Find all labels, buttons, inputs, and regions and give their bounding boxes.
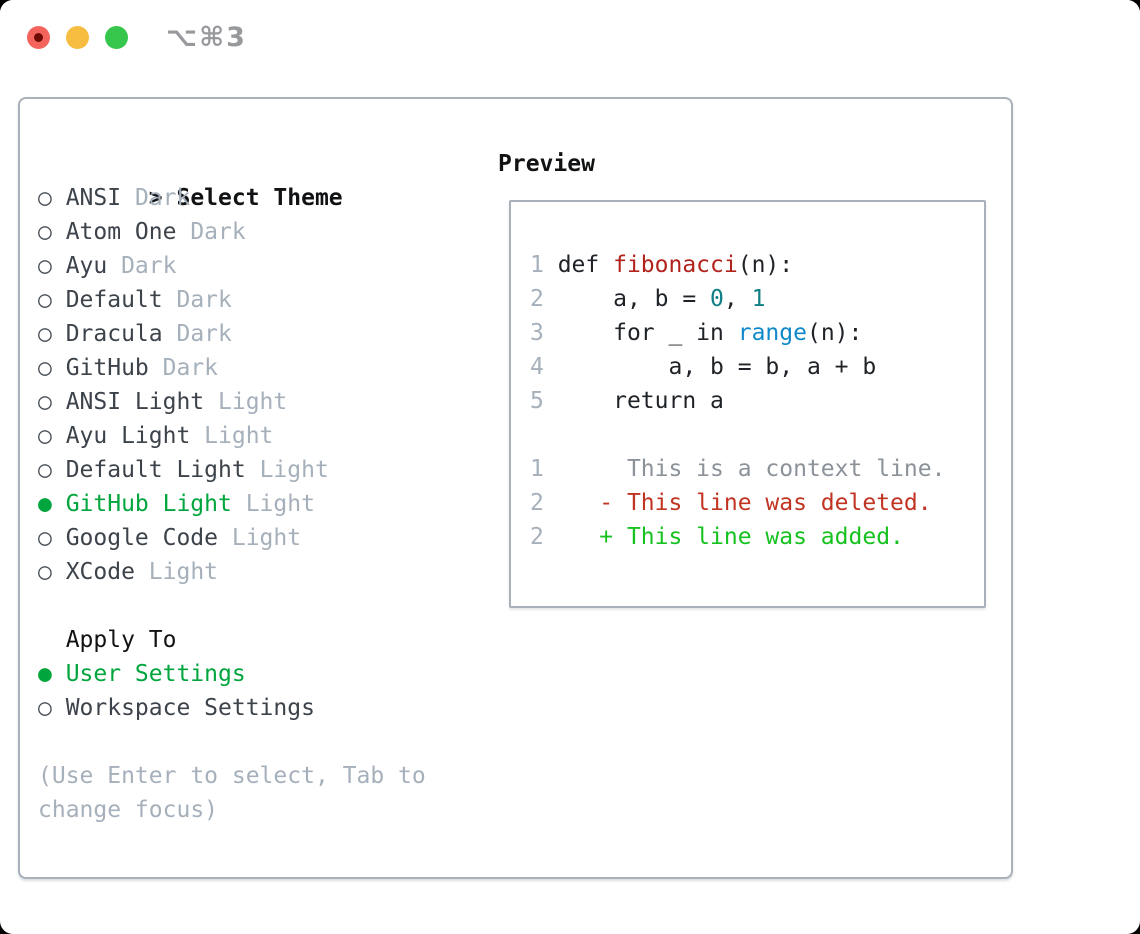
close-button[interactable] (27, 26, 50, 49)
zoom-button[interactable] (105, 26, 128, 49)
theme-name: GitHub Light (65, 491, 246, 517)
theme-option-atom-one[interactable]: ○ Atom One Dark (38, 215, 426, 249)
code-line: 3 for _ in range(n): (530, 320, 863, 346)
radio-unselected-icon: ○ (38, 423, 52, 449)
theme-name: Ayu (65, 253, 122, 279)
theme-list: ○ ANSI Dark ○ Atom One Dark ○ Ayu Dark ○ Defaul… (38, 181, 426, 589)
theme-name: Ayu Light (65, 423, 205, 449)
code-line: 2 a, b = 0, 1 (530, 286, 766, 312)
radio-unselected-icon: ○ (38, 389, 52, 415)
code-line: 5 return a (530, 388, 724, 414)
theme-variant: Light (218, 389, 288, 415)
left-column: > Select Theme ○ ANSI Dark ○ Atom One Dark ○ A… (38, 147, 426, 827)
theme-list-title-row: > Select Theme (38, 147, 426, 211)
radio-unselected-icon: ○ (38, 321, 52, 347)
theme-name: ANSI (65, 185, 135, 211)
theme-option-ansi[interactable]: ○ ANSI Dark (38, 181, 426, 215)
theme-variant: Dark (176, 287, 232, 313)
theme-picker-panel: > Select Theme ○ ANSI Dark ○ Atom One Dark ○ A… (18, 97, 1013, 879)
radio-unselected-icon: ○ (38, 355, 52, 381)
theme-variant: Dark (121, 253, 177, 279)
theme-variant: Light (148, 559, 219, 585)
window-titlebar: ⌥⌘3 (0, 0, 1140, 78)
theme-variant: Dark (162, 355, 219, 381)
theme-name: Default (65, 287, 177, 313)
code-lines: 1 def fibonacci(n): 2 a, b = 0, 1 3 for _ … (530, 248, 945, 418)
preview-title: Preview (498, 151, 595, 177)
radio-unselected-icon: ○ (38, 525, 52, 551)
theme-name: Google Code (65, 525, 232, 551)
apply-option-workspace-settings[interactable]: ○ Workspace Settings (38, 691, 426, 725)
theme-list-title: Select Theme (176, 185, 343, 211)
hint-line-2: change focus) (38, 797, 219, 823)
theme-option-ansi-light[interactable]: ○ ANSI Light Light (38, 385, 426, 419)
apply-option-user-settings[interactable]: ● User Settings (38, 657, 426, 691)
theme-option-github-light[interactable]: ● GitHub Light Light (38, 487, 426, 521)
theme-variant: Dark (176, 321, 232, 347)
radio-unselected-icon: ○ (38, 253, 52, 279)
theme-option-google-code[interactable]: ○ Google Code Light (38, 521, 426, 555)
theme-variant: Light (259, 457, 329, 483)
theme-name: XCode (65, 559, 149, 585)
code-line: 1 def fibonacci(n): (530, 252, 794, 278)
preview-code: 1 def fibonacci(n): 2 a, b = 0, 1 3 for _ … (530, 248, 945, 554)
theme-name: ANSI Light (65, 389, 219, 415)
spacer-row (38, 725, 426, 759)
apply-to-list: ● User Settings ○ Workspace Settings (38, 657, 426, 725)
apply-to-title-row: Apply To (38, 623, 426, 657)
window-shortcut-label: ⌥⌘3 (166, 22, 247, 53)
preview-box: 1 def fibonacci(n): 2 a, b = 0, 1 3 for _ … (509, 200, 986, 608)
selection-caret-icon: > (148, 185, 163, 211)
minimize-button[interactable] (66, 26, 89, 49)
diff-line-deleted: 2 - This line was deleted. (530, 490, 932, 516)
radio-unselected-icon: ○ (38, 695, 52, 721)
theme-option-default[interactable]: ○ Default Dark (38, 283, 426, 317)
theme-variant: Dark (134, 185, 191, 211)
theme-variant: Light (245, 491, 315, 517)
theme-variant: Light (204, 423, 274, 449)
theme-option-ayu-light[interactable]: ○ Ayu Light Light (38, 419, 426, 453)
theme-name: Dracula (65, 321, 177, 347)
theme-name: Default Light (65, 457, 260, 483)
spacer-row (530, 418, 945, 452)
diff-line-added: 2 + This line was added. (530, 524, 904, 550)
hint-line-1: (Use Enter to select, Tab to (38, 763, 426, 789)
theme-option-dracula[interactable]: ○ Dracula Dark (38, 317, 426, 351)
theme-option-default-light[interactable]: ○ Default Light Light (38, 453, 426, 487)
apply-option-label: User Settings (65, 661, 246, 687)
spacer-row (38, 589, 426, 623)
radio-unselected-icon: ○ (38, 559, 52, 585)
code-line: 4 a, b = b, a + b (530, 354, 877, 380)
theme-option-xcode[interactable]: ○ XCode Light (38, 555, 426, 589)
apply-option-label: Workspace Settings (65, 695, 315, 721)
diff-lines: 1 This is a context line. 2 - This line w… (530, 452, 945, 554)
radio-unselected-icon: ○ (38, 185, 52, 211)
theme-name: GitHub (65, 355, 163, 381)
theme-option-github[interactable]: ○ GitHub Dark (38, 351, 426, 385)
radio-unselected-icon: ○ (38, 287, 52, 313)
theme-option-ayu[interactable]: ○ Ayu Dark (38, 249, 426, 283)
theme-variant: Dark (190, 219, 246, 245)
radio-selected-icon: ● (38, 661, 52, 687)
radio-unselected-icon: ○ (38, 457, 52, 483)
apply-to-title: Apply To (65, 627, 177, 653)
radio-selected-icon: ● (38, 491, 52, 517)
theme-name: Atom One (65, 219, 191, 245)
theme-variant: Light (231, 525, 302, 551)
diff-line-context: 1 This is a context line. (530, 456, 946, 482)
radio-unselected-icon: ○ (38, 219, 52, 245)
